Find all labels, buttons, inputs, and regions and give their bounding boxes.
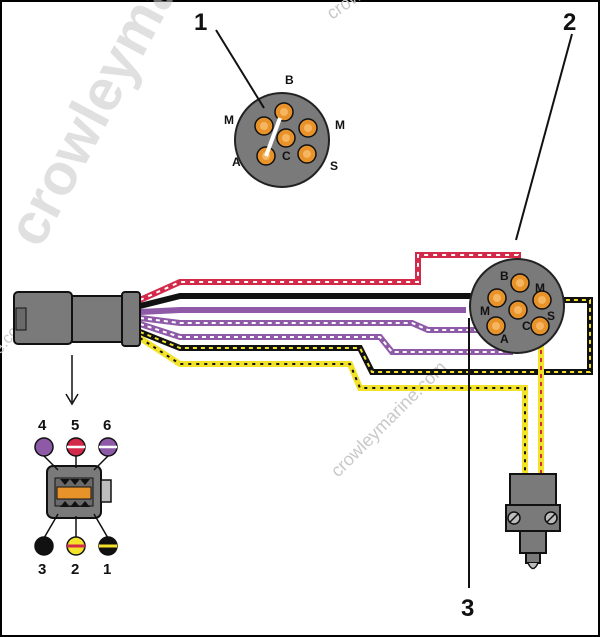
connector-end-view: 4 5 6 3	[34, 417, 118, 578]
label-b: B	[285, 73, 294, 87]
switch-label-s: S	[547, 309, 555, 323]
callout-1-leader	[215, 29, 265, 109]
pin-label-6: 6	[103, 417, 111, 434]
watermark-small-top: crowleymarine.com	[323, 0, 461, 23]
label-m-left: M	[224, 113, 234, 127]
switch-label-a: A	[500, 332, 509, 346]
wire-purple-white-stripe	[139, 317, 486, 331]
callout-2: 2	[563, 9, 576, 36]
callout-1: 1	[194, 9, 207, 36]
switch-label-b: B	[500, 269, 509, 283]
wire-yellow-black	[138, 335, 528, 475]
wire-harness	[138, 252, 593, 475]
label-s: S	[330, 159, 338, 173]
ignition-switch: B M M C A S	[469, 258, 565, 354]
switch-face: B M M C A S	[224, 73, 345, 188]
pin-3-black	[34, 536, 54, 556]
pin-label-1: 1	[103, 561, 111, 578]
switch-label-c: C	[522, 319, 531, 333]
pin-label-4: 4	[38, 417, 47, 434]
wire-purple	[139, 307, 466, 315]
watermark-small-middle: crowleymarine.com	[327, 357, 451, 481]
wire-purple-white	[139, 315, 486, 333]
callout-3: 3	[461, 595, 474, 622]
wire-black	[139, 293, 492, 309]
wire-red-stripe	[139, 254, 519, 301]
label-m-right: M	[335, 118, 345, 132]
watermark-large: crowleymarine	[0, 0, 242, 256]
pin-label-3: 3	[38, 561, 46, 578]
label-c: C	[282, 149, 291, 163]
switch-label-m-right: M	[535, 281, 545, 295]
label-a: A	[232, 155, 241, 169]
harness-plug	[13, 291, 141, 347]
lanyard-switch	[505, 473, 561, 570]
pin-label-5: 5	[71, 417, 79, 434]
callout-2-leader	[515, 33, 573, 241]
pin-4-purple	[34, 437, 54, 457]
pin-label-2: 2	[71, 561, 79, 578]
jumper-a-b	[264, 117, 282, 157]
switch-label-m-left: M	[480, 304, 490, 318]
